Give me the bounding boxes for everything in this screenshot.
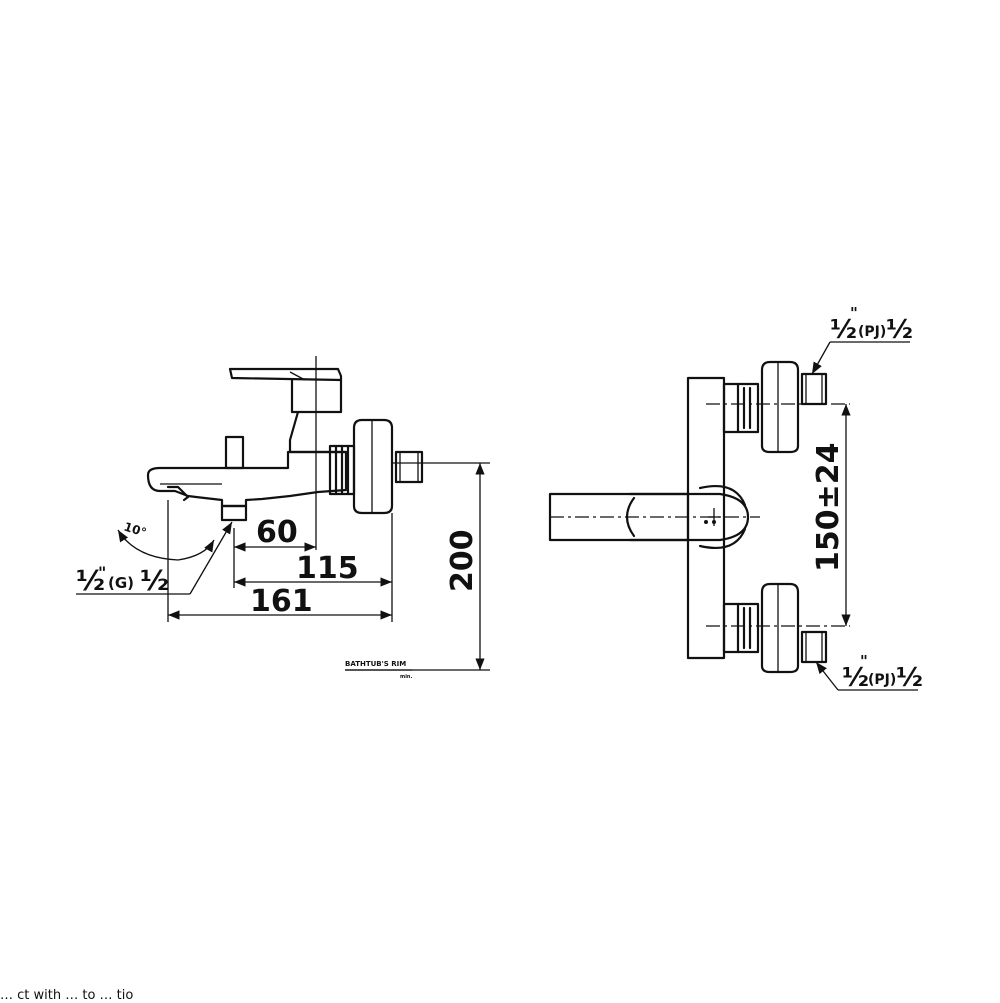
bottom-thread-label: ½ " (PJ) ½	[842, 652, 923, 693]
angle-label: 10°	[122, 519, 148, 539]
lever-handle	[228, 367, 343, 382]
top-thread-label: ½ " (PJ) ½	[830, 304, 913, 345]
upper-inlet	[706, 360, 850, 454]
svg-text:": "	[850, 304, 858, 322]
dim-115-label: 115	[296, 551, 359, 586]
side-view-faucet	[146, 356, 424, 550]
svg-text:½: ½	[140, 564, 169, 597]
footer-cut-text: … ct with … to … tio	[0, 988, 134, 1003]
front-view-faucet	[548, 360, 850, 674]
front-view-labels: 150±24 ½ " (PJ) ½ ½ " (PJ) ½	[811, 304, 923, 693]
dim-200-label: 200	[445, 529, 480, 592]
svg-text:(PJ): (PJ)	[868, 672, 896, 688]
dim-spacing-label: 150±24	[811, 442, 846, 572]
svg-text:½: ½	[76, 564, 105, 597]
lower-inlet	[706, 582, 850, 674]
svg-text:(G): (G)	[108, 574, 134, 592]
svg-text:": "	[860, 652, 868, 670]
diverter-knob	[224, 435, 245, 470]
hex-nut	[328, 444, 356, 496]
svg-text:½: ½	[842, 663, 869, 693]
svg-text:½: ½	[830, 315, 857, 345]
front-view-dimensions	[811, 341, 918, 691]
bathtub-rim-label: BATHTUB'S RIM	[345, 660, 406, 668]
eccentric-connector	[394, 450, 424, 484]
svg-text:(PJ): (PJ)	[858, 324, 886, 340]
dim-60-label: 60	[256, 515, 298, 550]
svg-text:½: ½	[886, 315, 913, 345]
aerator	[220, 504, 248, 522]
inlet-thread-label: ½ " (G) ½	[76, 563, 169, 597]
bathtub-rim-min-label: min.	[400, 674, 412, 680]
svg-text:": "	[98, 563, 106, 582]
spout-body	[146, 450, 348, 508]
wall-flange	[352, 418, 394, 515]
svg-text:½: ½	[896, 663, 923, 693]
mixer-body	[686, 376, 726, 660]
dim-161-label: 161	[250, 584, 313, 619]
lever-disc	[628, 492, 750, 542]
side-view-dimensions	[76, 462, 490, 671]
side-view-labels: 60 115 161 200 10° ½ " (G) ½ BATHTUB'S R…	[76, 515, 480, 680]
spout-outlet	[166, 485, 190, 502]
